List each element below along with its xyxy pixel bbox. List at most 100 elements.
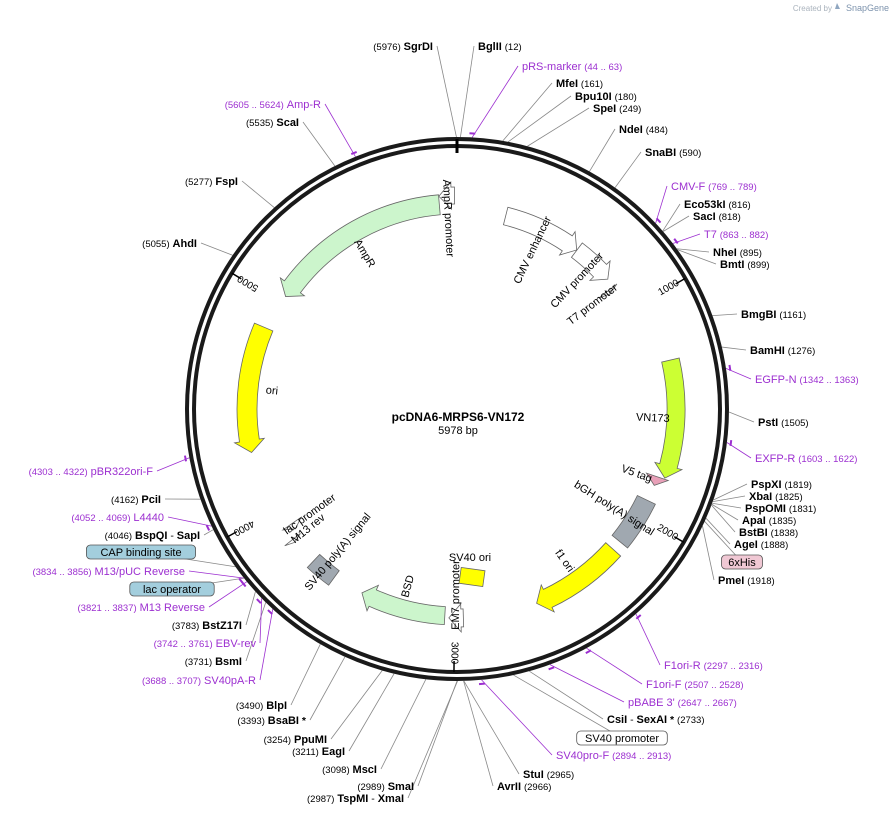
primer-mark [548, 666, 555, 671]
primer-mark [183, 455, 187, 462]
site-bstz17i[interactable]: (3783) BstZ17I [172, 620, 242, 632]
site-fspi[interactable]: (5277) FspI [185, 176, 238, 188]
site-bsabi[interactable]: (3393) BsaBI * [237, 715, 306, 727]
site-text: AvrII (2966) [497, 781, 551, 793]
primer-t7[interactable]: T7 (863 .. 882) [704, 229, 768, 241]
site-text: SacI (818) [693, 211, 741, 223]
site-tspmi[interactable]: (2987) TspMI - XmaI [307, 793, 404, 805]
site-bpu10i[interactable]: Bpu10I (180) [575, 91, 637, 103]
feature-ampr-promoter[interactable]: AmpR promoter [438, 179, 456, 258]
feature-bsd[interactable]: BSD [361, 574, 446, 626]
site-ahdi[interactable]: (5055) AhdI [142, 238, 197, 250]
primer-sv40pa-r[interactable]: (3688 .. 3707) SV40pA-R [142, 675, 256, 687]
site-text: (4052 .. 4069) L4440 [71, 512, 164, 524]
primer-m13-puc-reverse[interactable]: (3834 .. 3856) M13/pUC Reverse [32, 566, 185, 578]
leader-line [712, 495, 746, 502]
site-pcii[interactable]: (4162) PciI [111, 494, 161, 506]
primer-egfp-n[interactable]: EGFP-N (1342 .. 1363) [755, 374, 859, 386]
feature-tag-lac-operator[interactable]: lac operator [129, 581, 215, 597]
site-pspomi[interactable]: PspOMI (1831) [745, 503, 816, 515]
primer-prs-marker[interactable]: pRS-marker (44 .. 63) [522, 61, 622, 73]
site-avrii[interactable]: AvrII (2966) [497, 781, 551, 793]
primer-f1ori-r[interactable]: F1ori-R (2297 .. 2316) [664, 660, 763, 672]
feature-ampr[interactable]: AmpR [279, 194, 441, 297]
primer-m13-reverse[interactable]: (3821 .. 3837) M13 Reverse [78, 602, 206, 614]
site-smai[interactable]: (2989) SmaI [357, 781, 414, 793]
primer-cmv-f[interactable]: CMV-F (769 .. 789) [671, 181, 757, 193]
primer-pbabe-3[interactable]: pBABE 3' (2647 .. 2667) [628, 697, 737, 709]
site-apai[interactable]: ApaI (1835) [742, 515, 796, 527]
feature-tag-cap-binding-site[interactable]: CAP binding site [86, 544, 196, 560]
leader-line [241, 180, 275, 208]
feature-f1-ori[interactable]: f1 ori [536, 542, 622, 613]
primer-sv40pro-f[interactable]: SV40pro-F (2894 .. 2913) [556, 750, 671, 762]
site-text: Eco53kI (816) [684, 199, 751, 211]
primer-mark [729, 439, 733, 446]
feature-ori[interactable]: ori [233, 322, 279, 454]
leader-line [417, 680, 458, 787]
primer-ebv-rev[interactable]: (3742 .. 3761) EBV-rev [154, 638, 257, 650]
site-text: EXFP-R (1603 .. 1622) [755, 453, 857, 465]
feature-em7-promoter[interactable]: EM7 promoter [448, 560, 465, 634]
feature-shape [448, 602, 465, 634]
site-text: (3254) PpuMI [264, 734, 327, 746]
site-nhei[interactable]: NheI (895) [713, 247, 762, 259]
site-scai[interactable]: (5535) ScaI [246, 117, 299, 129]
site-bamhi[interactable]: BamHI (1276) [750, 345, 815, 357]
site-stui[interactable]: StuI (2965) [523, 769, 574, 781]
tag-box [576, 730, 668, 746]
site-spei[interactable]: SpeI (249) [593, 103, 641, 115]
site-eco53ki[interactable]: Eco53kI (816) [684, 199, 751, 211]
site-text: BstBI (1838) [739, 527, 798, 539]
site-text: (5055) AhdI [142, 238, 197, 250]
feature-shape [536, 542, 622, 613]
site-saci[interactable]: SacI (818) [693, 211, 741, 223]
leader-line [586, 647, 643, 685]
site-pspxi[interactable]: PspXI (1819) [751, 479, 812, 491]
site-agei[interactable]: AgeI (1888) [734, 539, 788, 551]
feature-tag-sv40-promoter[interactable]: SV40 promoter [576, 730, 668, 746]
site-csii[interactable]: CsiI - SexAI * (2733) [607, 714, 705, 726]
leader-line [460, 45, 475, 138]
leader-line [259, 598, 263, 644]
site-bmti[interactable]: BmtI (899) [720, 259, 770, 271]
site-snabi[interactable]: SnaBI (590) [645, 147, 701, 159]
site-mfei[interactable]: MfeI (161) [556, 78, 603, 90]
site-xbai[interactable]: XbaI (1825) [749, 491, 803, 503]
site-text: XbaI (1825) [749, 491, 803, 503]
primer-l4440[interactable]: (4052 .. 4069) L4440 [71, 512, 164, 524]
site-ndei[interactable]: NdeI (484) [619, 124, 668, 136]
site-bglii[interactable]: BglII (12) [478, 41, 522, 53]
primer-amp-r[interactable]: (5605 .. 5624) Amp-R [225, 99, 321, 111]
feature-sv40-ori[interactable]: SV40 ori [449, 552, 491, 588]
feature-cmv-enhancer[interactable]: CMV enhancer [502, 206, 578, 286]
feature-shape [361, 584, 446, 626]
primer-exfp-r[interactable]: EXFP-R (1603 .. 1622) [755, 453, 857, 465]
site-ppumi[interactable]: (3254) PpuMI [264, 734, 327, 746]
site-bsmi[interactable]: (3731) BsmI [185, 656, 242, 668]
site-text: (4046) BspQI - SapI [105, 530, 200, 542]
site-psti[interactable]: PstI (1505) [758, 417, 809, 429]
feature-shape [458, 566, 486, 588]
leader-line [330, 670, 383, 740]
feature-bgh-poly-a-signal[interactable]: bGH poly(A) signal [572, 479, 656, 549]
site-msci[interactable]: (3098) MscI [322, 764, 377, 776]
site-text: T7 (863 .. 882) [704, 229, 768, 241]
primer-f1ori-f[interactable]: F1ori-F (2507 .. 2528) [646, 679, 744, 691]
site-sgrdi[interactable]: (5976) SgrDI [373, 41, 433, 53]
primer-pbr322ori-f[interactable]: (4303 .. 4322) pBR322ori-F [29, 466, 154, 478]
site-bstbi[interactable]: BstBI (1838) [739, 527, 798, 539]
site-text: F1ori-R (2297 .. 2316) [664, 660, 763, 672]
site-eagi[interactable]: (3211) EagI [292, 746, 345, 758]
site-pmei[interactable]: PmeI (1918) [718, 575, 775, 587]
site-text: (5277) FspI [185, 176, 238, 188]
site-blpi[interactable]: (3490) BlpI [236, 700, 287, 712]
leader-line [245, 591, 256, 626]
feature-vn173[interactable]: VN173 [636, 357, 686, 479]
feature-tag-6xhis[interactable]: 6xHis [721, 554, 763, 570]
site-text: MfeI (161) [556, 78, 603, 90]
site-bmgbi[interactable]: BmgBI (1161) [741, 309, 806, 321]
site-bspqi[interactable]: (4046) BspQI - SapI [105, 530, 200, 542]
